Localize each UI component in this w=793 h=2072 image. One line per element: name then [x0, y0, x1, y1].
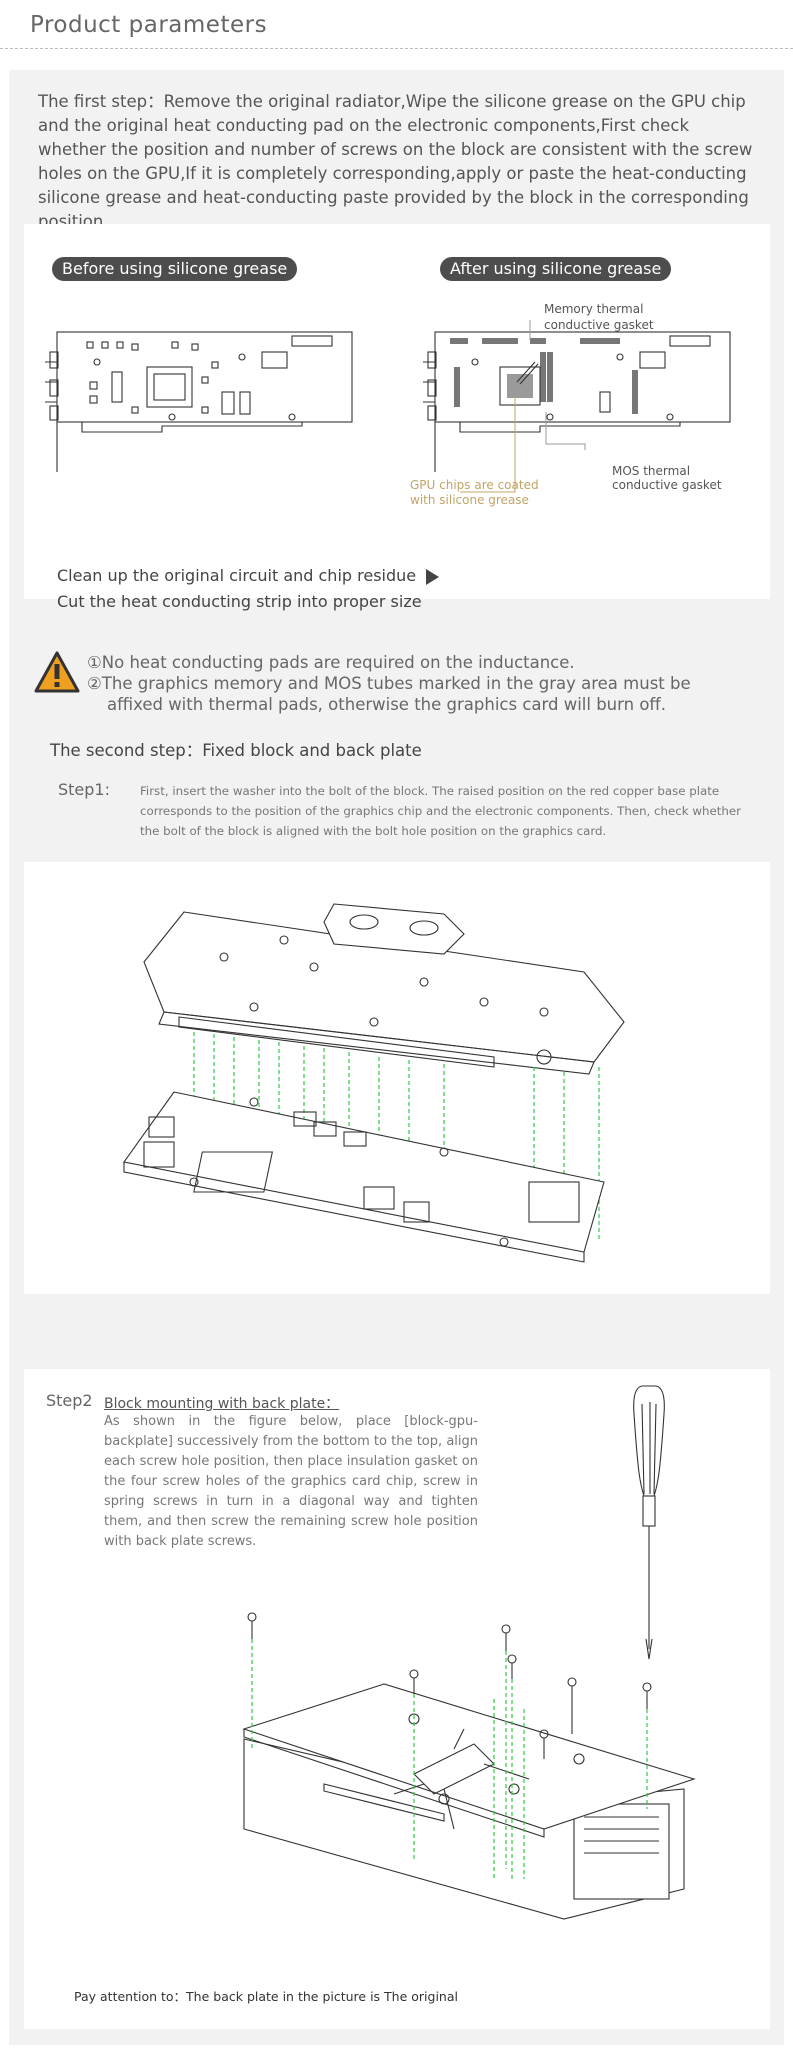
after-grease-label: After using silicone grease: [440, 257, 672, 281]
mos-gasket-label-2: conductive gasket: [612, 478, 722, 492]
warning-text: ①No heat conducting pads are required on…: [87, 652, 691, 715]
step2-heading: Block mounting with back plate：: [104, 1396, 340, 1412]
page-title: Product parameters: [30, 12, 268, 38]
step2-label: Step2: [46, 1391, 93, 1410]
mos-gasket-label-1: MOS thermal: [612, 464, 691, 478]
play-arrow-icon: [426, 569, 439, 585]
step1-text: First, insert the washer into the bolt o…: [140, 784, 741, 838]
gpu-grease-label-1: GPU chips are coated: [410, 478, 539, 492]
header-divider: [0, 48, 793, 49]
backplate-install-card: Step2 Block mounting with back plate： As…: [24, 1369, 770, 2029]
warning-line-3: affixed with thermal pads, otherwise the…: [107, 695, 667, 714]
block-install-card: [24, 862, 770, 1294]
before-grease-label: Before using silicone grease: [52, 257, 298, 281]
warning-line-2: ②The graphics memory and MOS tubes marke…: [87, 674, 691, 693]
gpu-grease-label-2: with silicone grease: [410, 493, 529, 507]
screwdriver-icon: [633, 1385, 665, 1660]
warning-line-1: ①No heat conducting pads are required on…: [87, 653, 575, 672]
clean-up-instruction: Clean up the original circuit and chip r…: [57, 566, 417, 585]
memory-gasket-label-2: conductive gasket: [544, 318, 654, 332]
backplate-exploded-illustration: [242, 1612, 696, 1920]
step2-text: As shown in the figure below, place [blo…: [104, 1414, 478, 1549]
backplate-note: Pay attention to：The back plate in the p…: [74, 1989, 458, 2004]
step1-label: Step1:: [58, 780, 110, 799]
second-step-title: The second step：Fixed block and back pla…: [50, 741, 422, 760]
first-step-text: The first step：Remove the original radia…: [38, 92, 753, 231]
water-block-exploded-illustration: [123, 903, 625, 1263]
cut-strip-instruction: Cut the heat conducting strip into prope…: [57, 592, 422, 611]
warning-icon: [34, 651, 80, 693]
pcb-after-illustration: [423, 320, 731, 493]
memory-gasket-label-1: Memory thermal: [544, 302, 644, 316]
pcb-before-illustration: [45, 331, 353, 472]
grease-comparison-card: Before using silicone grease After using…: [24, 224, 770, 611]
page-header: Product parameters: [0, 0, 793, 52]
